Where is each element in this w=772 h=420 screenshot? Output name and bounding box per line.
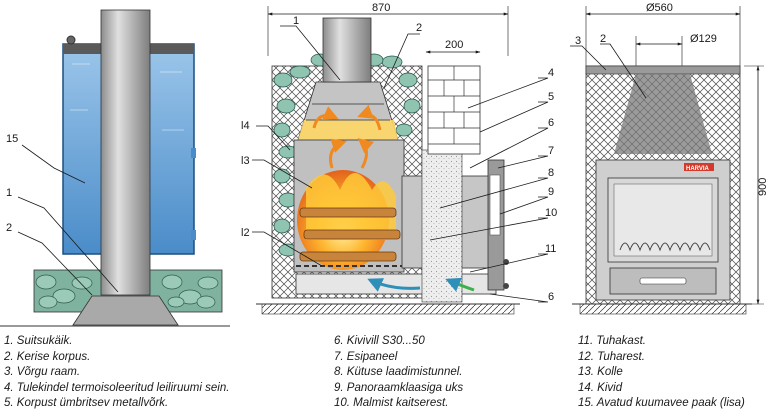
legend-column-2: 6. Kivivill S30...50 7. Esipaneel 8. Küt… <box>334 334 463 412</box>
front-view: Ø560 Ø129 900 HARVIA 3 2 <box>570 2 769 315</box>
brick-wall <box>427 65 481 155</box>
dim-560: Ø560 <box>646 2 673 14</box>
legend-column-1: 1. Suitsukäik. 2. Kerise korpus. 3. Võrg… <box>4 334 229 412</box>
callout-8: 8 <box>548 167 554 179</box>
callout-2: 2 <box>6 222 12 234</box>
legend-item: 15. Avatud kuumavee paak (lisa) <box>578 397 745 410</box>
legend-column-3: 11. Tuhakast. 12. Tuharest. 13. Kolle 14… <box>578 334 745 412</box>
callout-mid-1: 1 <box>293 15 299 27</box>
callout-11: 11 <box>545 243 556 255</box>
sauna-stove-diagram: 15 1 2 870 200 <box>0 2 769 327</box>
legend-item: 12. Tuharest. <box>578 350 645 363</box>
callout-15: 15 <box>6 133 18 145</box>
logs <box>299 207 401 262</box>
callout-9: 9 <box>548 186 554 198</box>
dim-870: 870 <box>372 2 390 14</box>
callout-5: 5 <box>548 91 554 103</box>
callout-front-3: 3 <box>575 35 581 47</box>
legend-item: 6. Kivivill S30...50 <box>334 335 425 347</box>
callout-12: l2 <box>241 227 250 239</box>
brand-plate: HARVIA <box>686 166 710 172</box>
callout-mid-2: 2 <box>416 22 422 34</box>
legend-item: 13. Kolle <box>578 366 623 379</box>
legend-item: 3. Võrgu raam. <box>4 366 81 379</box>
callout-1: 1 <box>6 187 12 199</box>
legend-item: 8. Kütuse laadimistunnel. <box>334 366 463 379</box>
legend-item: 5. Korpust ümbritsev metallvõrk. <box>4 397 169 410</box>
callout-6b: 6 <box>548 291 554 303</box>
legend-item: 11. Tuhakast. <box>578 335 646 347</box>
callout-14: l4 <box>241 120 250 132</box>
callout-13: l3 <box>241 155 250 167</box>
legend-item: 14. Kivid <box>578 381 623 394</box>
dim-129: Ø129 <box>690 33 717 45</box>
middle-stones <box>273 53 421 257</box>
callout-10: 10 <box>545 207 557 219</box>
callout-7: 7 <box>548 145 554 157</box>
callout-4: 4 <box>548 67 554 79</box>
callout-front-2: 2 <box>600 33 606 45</box>
legend-item: 2. Kerise korpus. <box>4 350 91 363</box>
legend-item: 9. Panoraamklaasiga uks <box>334 381 464 394</box>
legend-item: 4. Tulekindel termoisoleeritud leiliruum… <box>4 381 230 394</box>
dim-200: 200 <box>445 39 463 51</box>
middle-view-section: 870 200 <box>241 2 557 315</box>
callout-6a: 6 <box>548 117 554 129</box>
legend-item: 7. Esipaneel <box>334 350 398 363</box>
left-chimney-pipe <box>100 9 151 296</box>
legend-item: 1. Suitsukäik. <box>4 335 73 347</box>
legend-item: 10. Malmist kaitserest. <box>334 397 449 410</box>
left-view-water-tank: 15 1 2 <box>0 9 230 327</box>
dim-900: 900 <box>757 178 769 196</box>
middle-chimney-pipe <box>322 17 372 83</box>
